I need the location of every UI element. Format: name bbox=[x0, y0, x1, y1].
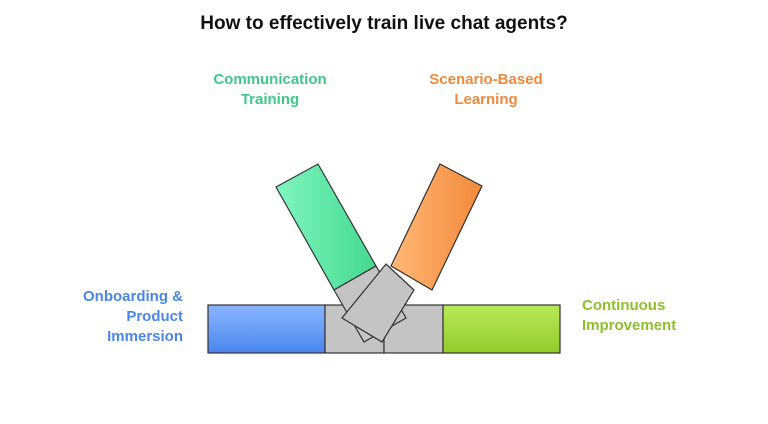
label-continuous-line2: Improvement bbox=[582, 317, 677, 334]
label-continuous-improvement: Continuous Improvement bbox=[582, 296, 676, 336]
diagram-title: How to effectively train live chat agent… bbox=[200, 13, 568, 34]
label-onboarding-product-immersion: Onboarding & Product Immersion bbox=[20, 287, 183, 347]
label-communication-line2: Training bbox=[240, 91, 300, 108]
label-scenario-based-learning: Scenario-Based Learning bbox=[386, 70, 586, 110]
communication-training-block bbox=[275, 163, 377, 291]
label-onboarding-line2: Product bbox=[126, 308, 183, 325]
label-communication-line1: Communication bbox=[213, 71, 327, 88]
continuous-improvement-block bbox=[442, 304, 561, 354]
label-onboarding-line3: Immersion bbox=[107, 328, 183, 345]
scenario-based-learning-block bbox=[390, 163, 483, 291]
label-continuous-line1: Continuous bbox=[582, 297, 666, 314]
label-scenario-line2: Learning bbox=[454, 91, 518, 108]
scenario-joint-block bbox=[341, 263, 415, 343]
label-scenario-line1: Scenario-Based bbox=[429, 71, 543, 88]
onboarding-block bbox=[207, 304, 326, 354]
label-communication-training: Communication Training bbox=[170, 70, 370, 110]
label-onboarding-line1: Onboarding & bbox=[83, 288, 183, 305]
